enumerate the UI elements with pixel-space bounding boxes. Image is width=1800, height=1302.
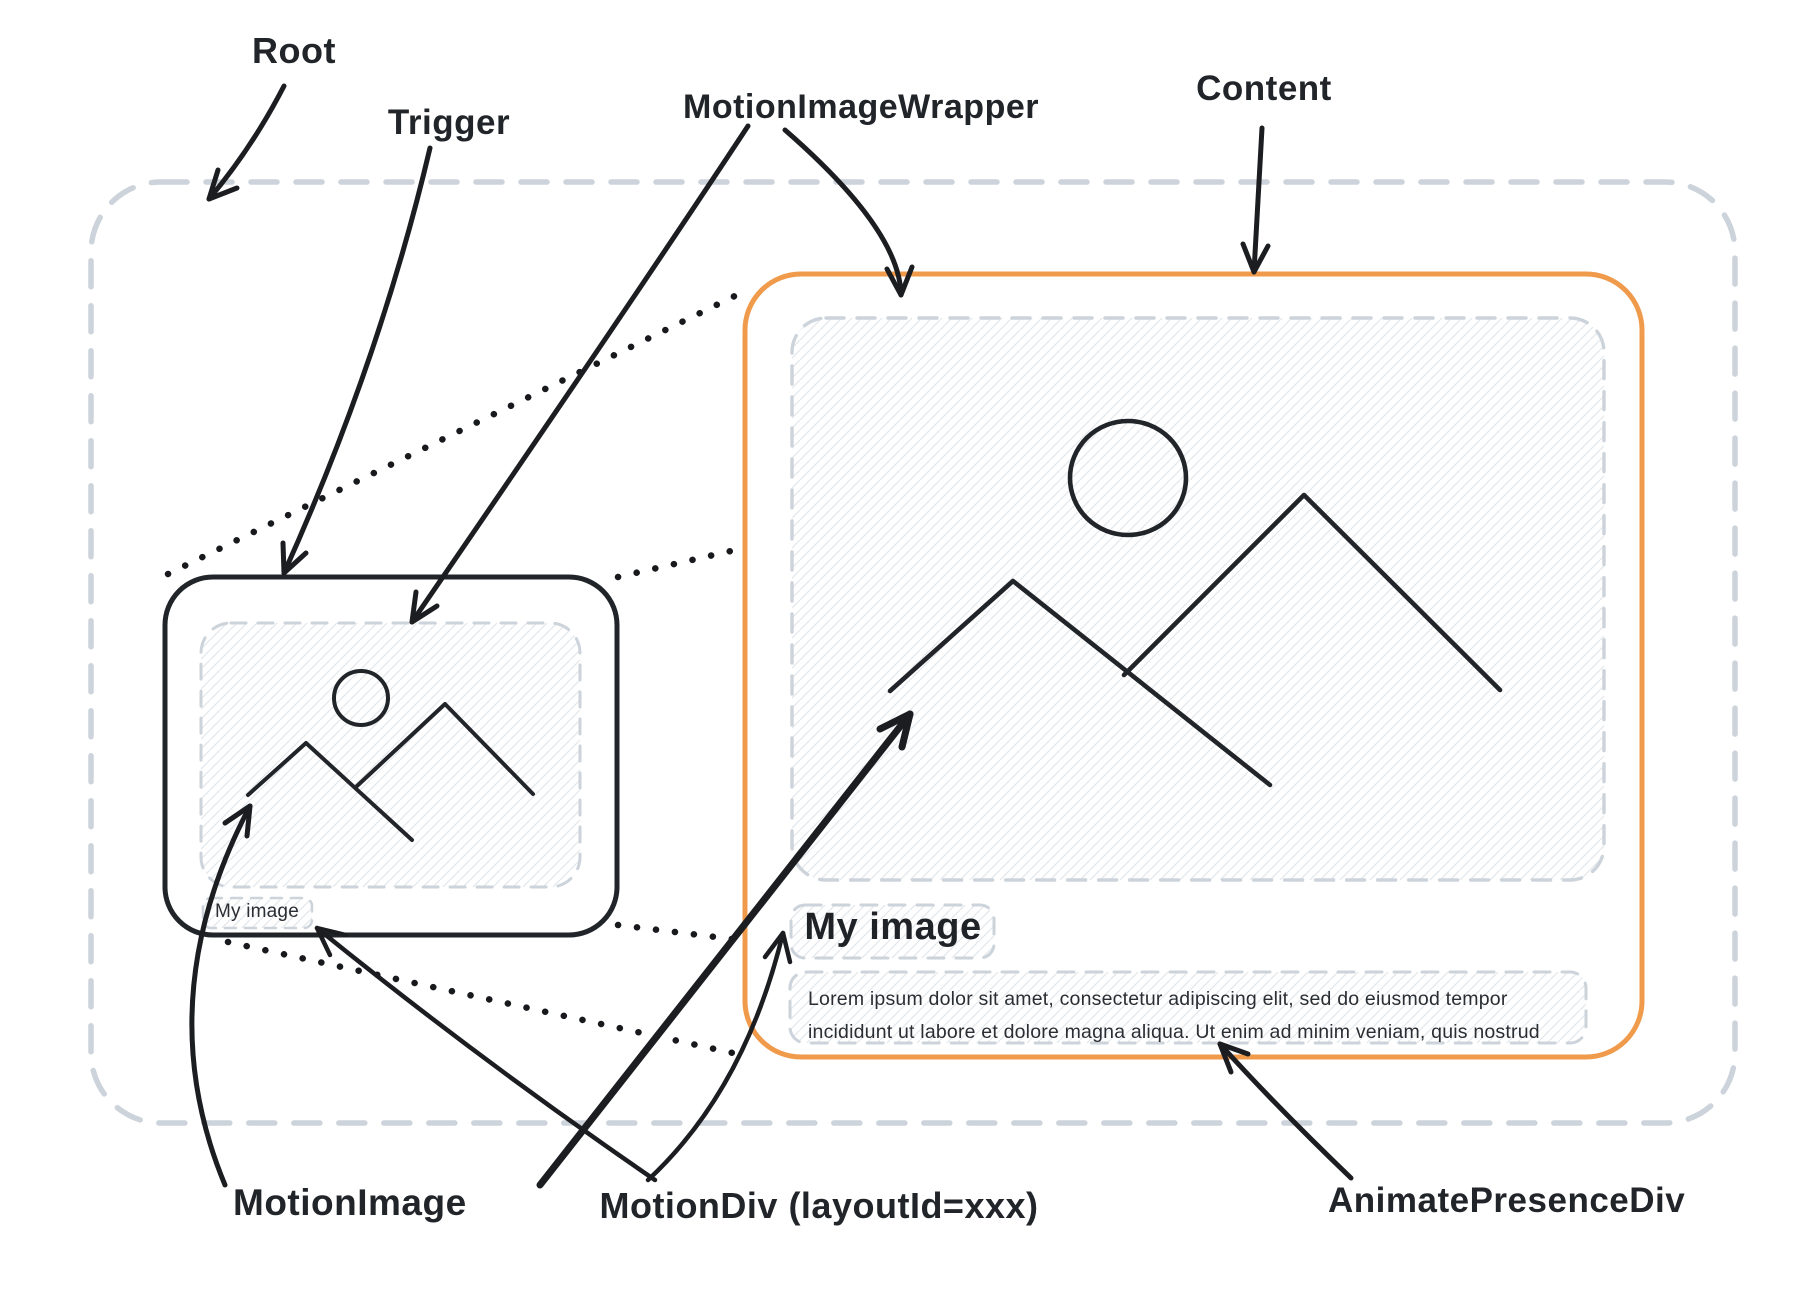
root-arrow xyxy=(206,83,287,202)
content-body-text: Lorem ipsum dolor sit amet, consectetur … xyxy=(808,988,1540,1043)
annotation-arrows xyxy=(189,83,1354,1189)
content-title-box xyxy=(789,903,996,960)
trigger-label-box xyxy=(201,896,314,930)
content-body-box xyxy=(788,970,1588,1045)
content-annotation: Content xyxy=(1196,69,1332,108)
dotted-connector-top-left xyxy=(164,286,751,578)
sun-circle xyxy=(332,669,390,727)
motion-div-annotation: MotionDiv (layoutId=xxx) xyxy=(599,1185,1039,1226)
small-mountain-line xyxy=(887,578,1273,788)
image-placeholder-icon xyxy=(887,418,1503,788)
sun-circle xyxy=(1067,418,1189,538)
motion-image-annotation: MotionImage xyxy=(233,1182,467,1223)
motion-div-arrow-to-content-title xyxy=(645,930,793,1183)
trigger-annotation: Trigger xyxy=(387,103,511,142)
large-mountain-line xyxy=(355,702,535,796)
root-annotation: Root xyxy=(252,30,336,71)
dotted-connector-bottom-right xyxy=(614,921,744,944)
motion-div-arrow-to-content-image xyxy=(536,710,914,1189)
trigger-image-label: My image xyxy=(215,901,299,922)
image-placeholder-icon xyxy=(246,669,535,842)
large-mountain-line xyxy=(1121,492,1503,693)
content-arrow xyxy=(1240,125,1271,275)
dotted-connector-bottom-left xyxy=(224,938,746,1059)
motion-div-arrow-to-trigger-label xyxy=(314,925,658,1183)
trigger-arrow xyxy=(280,145,433,576)
content-title: My image xyxy=(804,906,982,948)
motion-image-wrapper-arrow-right xyxy=(782,127,915,298)
motion-image-wrapper-arrow-left xyxy=(409,123,751,625)
animate-presence-arrow xyxy=(1217,1041,1354,1181)
small-mountain-line xyxy=(246,741,414,842)
animate-presence-div-annotation: AnimatePresenceDiv xyxy=(1328,1181,1686,1220)
motion-image-wrapper-annotation: MotionImageWrapper xyxy=(683,88,1039,126)
motion-image-arrow xyxy=(189,803,253,1188)
dotted-connector-top-right xyxy=(614,544,748,581)
